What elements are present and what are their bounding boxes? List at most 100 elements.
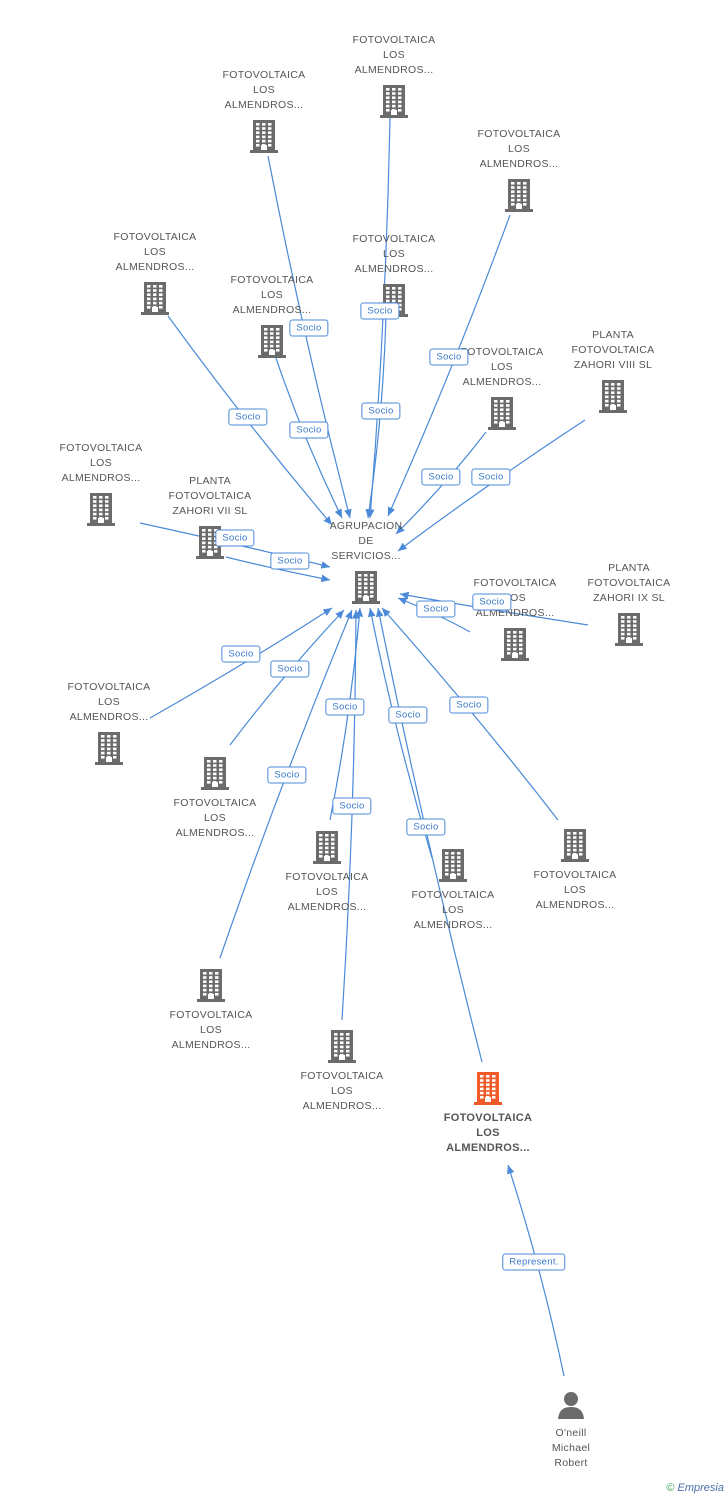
building-icon[interactable]: [196, 968, 226, 1007]
edge-label-n15[interactable]: Socio: [325, 698, 365, 716]
node-label-line: FOTOVOLTAICA: [173, 797, 257, 809]
edge-label-focus[interactable]: Socio: [406, 818, 446, 836]
node-label-line: ALMENDROS...: [61, 472, 141, 484]
node-label-line: ALMENDROS...: [302, 1100, 382, 1112]
building-icon[interactable]: [500, 627, 530, 666]
person-icon[interactable]: [556, 1390, 586, 1425]
building-icon[interactable]: [487, 396, 517, 435]
node-label-line: ZAHORI VII SL: [172, 505, 248, 517]
building-icon[interactable]: [438, 848, 468, 887]
building-icon[interactable]: [560, 828, 590, 867]
node-label-n17[interactable]: FOTOVOLTAICA LOS ALMENDROS...: [510, 868, 640, 913]
footer-brand[interactable]: © Empresia: [666, 1482, 724, 1494]
edge-person-to-focus: [506, 1164, 565, 1377]
edge-label-n2[interactable]: Socio: [289, 319, 329, 337]
building-icon[interactable]: [598, 379, 628, 418]
building-icon[interactable]: [504, 178, 534, 217]
edge-label-n7[interactable]: Socio: [421, 468, 461, 486]
edge-label-n1[interactable]: Socio: [360, 302, 400, 320]
building-icon[interactable]: [312, 830, 342, 869]
edge-label-n11[interactable]: Socio: [416, 600, 456, 618]
edge-n17-to-center: [381, 607, 559, 821]
node-label-line: FOTOVOLTAICA: [411, 889, 495, 901]
building-icon[interactable]: [327, 1029, 357, 1068]
node-label-line: ALMENDROS...: [115, 261, 195, 273]
edge-n18-to-center: [219, 609, 353, 959]
node-label-line: LOS: [144, 246, 166, 258]
node-label-line: ALMENDROS...: [232, 304, 312, 316]
edge-label-n14[interactable]: Socio: [270, 660, 310, 678]
node-label-line: LOS: [331, 1085, 353, 1097]
building-icon[interactable]: [140, 281, 170, 320]
building-icon[interactable]: [200, 756, 230, 795]
node-label-line: FOTOVOLTAICA: [533, 869, 617, 881]
node-label-line: ALMENDROS...: [475, 607, 555, 619]
node-label-line: ZAHORI VIII SL: [573, 359, 653, 371]
building-icon[interactable]: [257, 324, 287, 363]
building-icon[interactable]: [86, 492, 116, 531]
node-label-line: ALMENDROS...: [69, 711, 149, 723]
node-label-line: FOTOVOLTAICA: [285, 871, 369, 883]
building-icon[interactable]: [614, 612, 644, 651]
node-label-line: LOS: [508, 143, 530, 155]
edge-label-n16[interactable]: Socio: [388, 706, 428, 724]
node-label-line: ALMENDROS...: [354, 263, 434, 275]
node-label-line: LOS: [442, 904, 464, 916]
edge-label-n17[interactable]: Socio: [449, 696, 489, 714]
building-icon[interactable]: [351, 570, 381, 609]
building-icon[interactable]: [94, 731, 124, 770]
node-label-line: Robert: [554, 1457, 588, 1469]
node-label-line: PLANTA: [189, 475, 231, 487]
edge-label-n4[interactable]: Socio: [228, 408, 268, 426]
node-label-n16[interactable]: FOTOVOLTAICA LOS ALMENDROS...: [388, 888, 518, 933]
edge-label-n19[interactable]: Socio: [332, 797, 372, 815]
edge-label-n13[interactable]: Socio: [221, 645, 261, 663]
node-label-line: LOS: [261, 289, 283, 301]
node-label-line: ALMENDROS...: [535, 899, 615, 911]
edge-label-n18[interactable]: Socio: [267, 766, 307, 784]
node-label-line: FOTOVOLTAICA: [300, 1070, 384, 1082]
node-label-line: ALMENDROS...: [413, 919, 493, 931]
edge-label-n3[interactable]: Socio: [429, 348, 469, 366]
node-label-line: ALMENDROS...: [446, 1142, 530, 1154]
building-icon[interactable]: [379, 84, 409, 123]
node-label-n19[interactable]: FOTOVOLTAICA LOS ALMENDROS...: [277, 1069, 407, 1114]
edge-label-person[interactable]: Represent.: [502, 1253, 566, 1271]
edge-label-n6[interactable]: Socio: [289, 421, 329, 439]
node-label-line: LOS: [253, 84, 275, 96]
edge-label-n10[interactable]: Socio: [270, 552, 310, 570]
node-label-line: PLANTA: [608, 562, 650, 574]
edge-label-n9[interactable]: Socio: [215, 529, 255, 547]
node-label-line: Michael: [551, 1442, 591, 1454]
copyright-symbol: ©: [666, 1482, 675, 1494]
node-label-line: DE: [358, 535, 374, 547]
edge-label-n5[interactable]: Socio: [361, 402, 401, 420]
edge-n8-to-center: [397, 419, 586, 552]
node-label-line: LOS: [564, 884, 586, 896]
edge-label-n12[interactable]: Socio: [472, 593, 512, 611]
building-icon[interactable]: [249, 119, 279, 158]
edge-label-n8[interactable]: Socio: [471, 468, 511, 486]
edge-n14-to-center: [229, 609, 345, 746]
node-label-line: FOTOVOLTAICA: [352, 233, 436, 245]
building-icon[interactable]: [473, 1071, 503, 1110]
